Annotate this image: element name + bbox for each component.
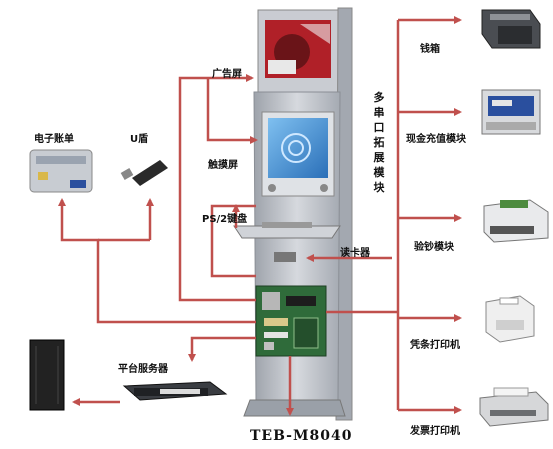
cash-recharge-device bbox=[481, 89, 541, 135]
ad-screen-label: 广告屏 bbox=[212, 69, 242, 80]
invoice-printer-label: 发票打印机 bbox=[410, 426, 460, 437]
touch-screen bbox=[261, 111, 335, 197]
cash-box-label: 钱箱 bbox=[420, 44, 440, 55]
ad-screen bbox=[257, 9, 339, 93]
receipt-printer-device bbox=[485, 295, 535, 343]
u-shield-device bbox=[120, 160, 168, 186]
touch-screen-label: 触摸屏 bbox=[208, 160, 238, 171]
invoice-printer-device bbox=[479, 387, 549, 427]
e-bill-card bbox=[29, 149, 93, 193]
server-rack bbox=[29, 339, 65, 411]
card-reader-slot bbox=[274, 252, 296, 262]
connection-arrows bbox=[58, 74, 294, 416]
bill-validator-device bbox=[483, 199, 549, 243]
keyboard-label: PS/2键盘 bbox=[202, 214, 248, 225]
cash-box-device bbox=[481, 9, 541, 49]
u-shield-label: U盾 bbox=[130, 134, 149, 145]
platform-server-label: 平台服务器 bbox=[118, 364, 168, 375]
network-switch bbox=[122, 381, 228, 401]
serial-module-label: 多串口拓展模块 bbox=[373, 91, 385, 194]
cash-recharge-label: 现金充值模块 bbox=[406, 134, 466, 145]
e-bill-label: 电子账单 bbox=[34, 134, 74, 145]
card-reader-label: 读卡器 bbox=[340, 248, 370, 259]
receipt-printer-label: 凭条打印机 bbox=[410, 340, 460, 351]
motherboard bbox=[255, 285, 327, 357]
keyboard-tray bbox=[233, 222, 341, 239]
bill-validator-label: 验钞模块 bbox=[414, 242, 454, 253]
right-arrows bbox=[306, 16, 462, 414]
kiosk-terminal bbox=[233, 7, 353, 421]
model-number: TEB-M8040 bbox=[250, 428, 353, 444]
